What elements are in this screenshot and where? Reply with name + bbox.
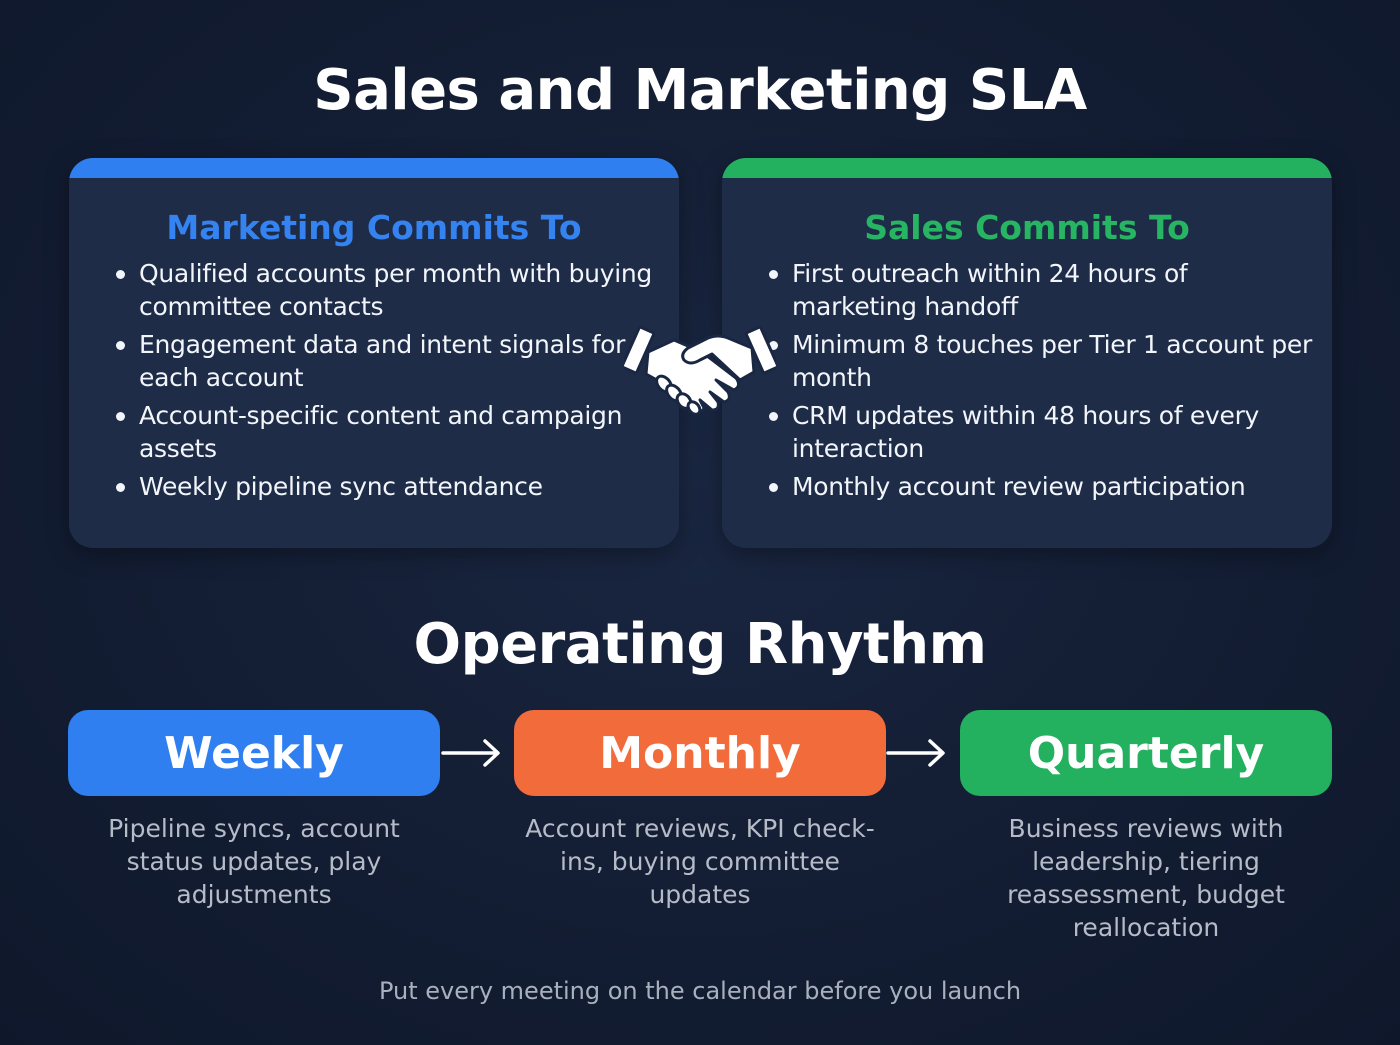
page-title: Sales and Marketing SLA xyxy=(313,58,1087,123)
marketing-commitments-card: Marketing Commits To Qualified accounts … xyxy=(69,158,679,548)
list-item: First outreach within 24 hours of market… xyxy=(769,257,1312,323)
operating-rhythm-heading: Operating Rhythm xyxy=(413,612,987,677)
stage-weekly: Weekly xyxy=(68,710,440,796)
arrow-right-icon xyxy=(441,739,500,767)
stage-monthly-description: Account reviews, KPI check-ins, buying c… xyxy=(525,814,875,909)
sales-list: First outreach within 24 hours of market… xyxy=(722,257,1332,503)
marketing-heading: Marketing Commits To xyxy=(166,208,582,247)
handshake-icon xyxy=(624,325,776,416)
list-item: Account-specific content and campaign as… xyxy=(116,399,659,465)
card-accent-bar xyxy=(722,158,1332,178)
list-item: Weekly pipeline sync attendance xyxy=(116,470,659,503)
sales-commitments-card: Sales Commits To First outreach within 2… xyxy=(722,158,1332,548)
card-accent-bar xyxy=(69,158,679,178)
sales-heading: Sales Commits To xyxy=(864,208,1190,247)
stage-monthly: Monthly xyxy=(514,710,886,796)
marketing-list: Qualified accounts per month with buying… xyxy=(69,257,679,503)
arrow-right-icon xyxy=(886,739,945,767)
footer-note: Put every meeting on the calendar before… xyxy=(378,977,1022,1005)
list-item: Monthly account review participation xyxy=(769,470,1312,503)
list-item: CRM updates within 48 hours of every int… xyxy=(769,399,1312,465)
stage-quarterly-description: Business reviews with leadership, tierin… xyxy=(1007,814,1285,942)
stage-weekly-description: Pipeline syncs, account status updates, … xyxy=(108,814,400,909)
list-item: Minimum 8 touches per Tier 1 account per… xyxy=(769,330,1312,392)
list-item: Qualified accounts per month with buying… xyxy=(116,257,659,323)
list-item: Engagement data and intent signals for e… xyxy=(116,328,659,394)
stage-quarterly: Quarterly xyxy=(960,710,1332,796)
